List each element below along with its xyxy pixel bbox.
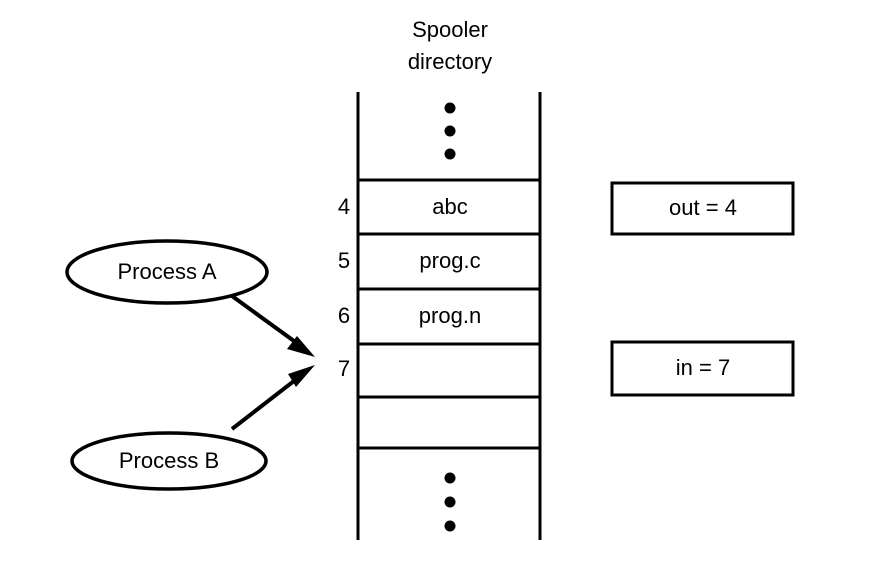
- diagram-title-line1: Spooler: [412, 17, 488, 42]
- ellipsis-top-icon: [444, 102, 456, 160]
- row-index-label: 4: [338, 194, 350, 219]
- row-index-label: 6: [338, 303, 350, 328]
- process-label-a: Process A: [117, 259, 216, 284]
- process-label-b: Process B: [119, 448, 219, 473]
- row-index-label: 7: [338, 356, 350, 381]
- process-ellipse-b: [70, 431, 268, 491]
- process-ellipse-a: [65, 239, 269, 305]
- arrow-process-b-to-slot7: [230, 365, 315, 431]
- variable-box-out: [610, 181, 795, 236]
- table-cell-content: abc: [432, 194, 467, 219]
- row-index-label: 5: [338, 248, 350, 273]
- variable-label-in: in = 7: [676, 355, 730, 380]
- table-cell-content: prog.c: [419, 248, 480, 273]
- ellipsis-bottom-icon: [444, 472, 456, 532]
- variable-box-in: [610, 340, 795, 397]
- table-cell-content: prog.n: [419, 303, 481, 328]
- arrow-process-a-to-slot7: [230, 294, 315, 357]
- variable-label-out: out = 4: [669, 195, 737, 220]
- diagram-title-line2: directory: [408, 49, 492, 74]
